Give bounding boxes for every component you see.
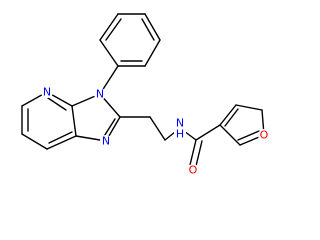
svg-text:H: H — [176, 128, 184, 141]
imidazole-ring — [71, 93, 121, 142]
svg-text:N: N — [176, 117, 184, 130]
chemical-structure: N N N N H O O — [21, 13, 270, 177]
atom-n-amide: N H — [174, 117, 186, 141]
atom-n-imidazole: N — [100, 135, 112, 148]
atom-o-furan: O — [258, 129, 270, 142]
furan-ring — [219, 104, 265, 146]
atom-n-pyridine: N — [41, 86, 53, 99]
phenyl-ring — [99, 13, 161, 67]
ethyl-linker — [119, 116, 181, 141]
svg-text:O: O — [189, 164, 198, 177]
svg-text:O: O — [260, 129, 269, 142]
atom-n-imidazole-phenyl: N — [94, 88, 106, 101]
pyridine-ring — [21, 91, 77, 150]
svg-text:N: N — [43, 86, 51, 99]
svg-text:N: N — [102, 135, 110, 148]
svg-text:N: N — [96, 88, 104, 101]
atom-o-carbonyl: O — [187, 164, 199, 177]
